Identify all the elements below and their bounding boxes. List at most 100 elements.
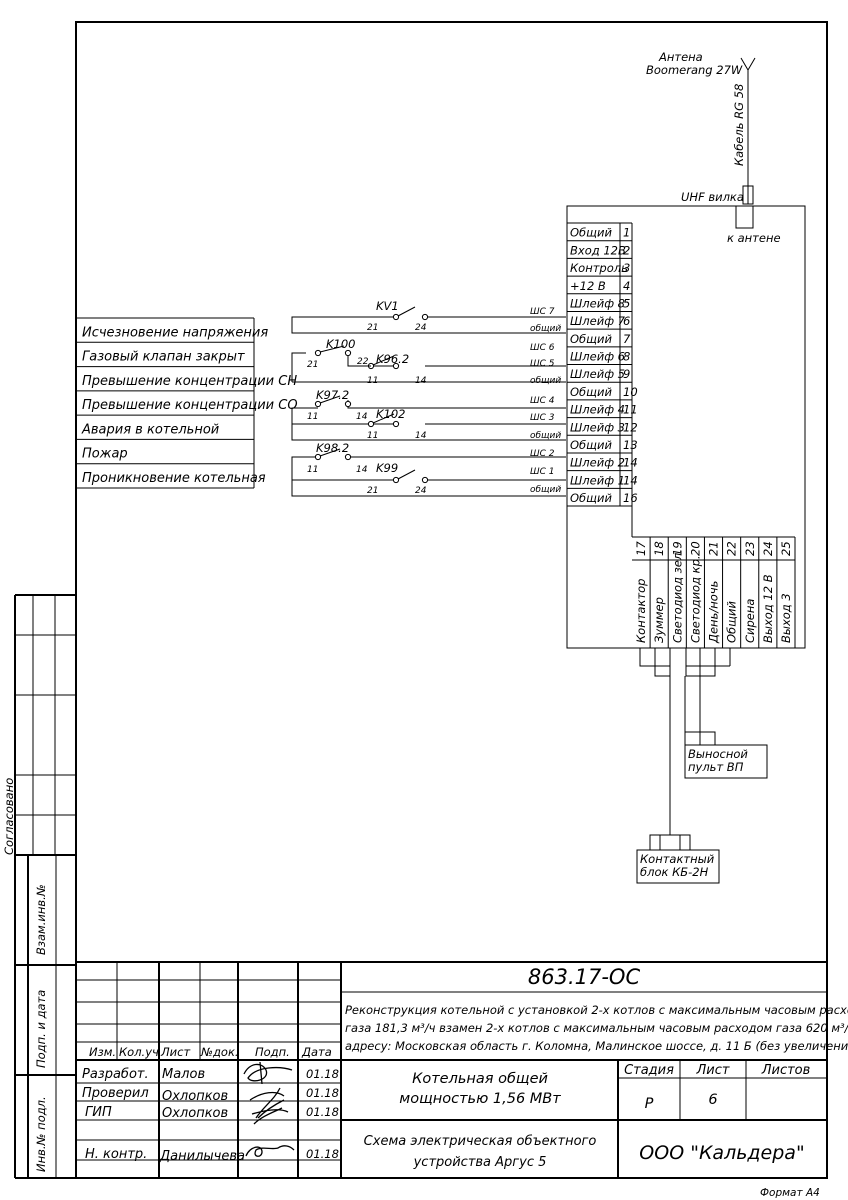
relay-k100-label: K100 [326,337,356,351]
drawing-frame [75,21,828,1179]
terminal-name: Общий [570,438,612,452]
terminal-name: Выход 12 В [761,574,775,643]
terminal-name: Шлейф 2 [570,456,625,470]
document-code: 863.17-ОС [528,965,641,989]
signal-row: Газовый клапан закрыт [82,350,245,365]
relay-k99-label: K99 [376,461,398,475]
terminal-name: Общий [570,385,612,399]
date-control: 01.18 [306,1147,339,1161]
object-line-2: мощностью 1,56 МВт [399,1091,561,1107]
title-block: Изм. Кол.уч Лист №док. Подп. Дата Разраб… [76,961,848,1178]
signal-row: Превышение концентрации CH [82,374,297,389]
wire-label: ШС 3 [530,413,555,423]
contact-label: 24 [415,486,427,496]
wire-label: ШС 6 [530,343,555,353]
terminal-number: 7 [623,332,631,346]
antenna-icon [740,57,756,204]
contact-label: 24 [415,323,427,333]
name-control: Данилычева [159,1149,245,1164]
wire-label: общий [530,376,561,386]
signature-checker [249,1087,289,1119]
terminal-name: Светодиод зел. [670,549,684,643]
contact-label: 14 [356,412,368,422]
description-line-3: адресу: Московская область г. Коломна, М… [345,1039,848,1053]
description-line-1: Реконструкция котельной с установкой 2-х… [345,1003,848,1017]
hdr-list: Лист [160,1045,190,1059]
block-line2: блок КБ-2Н [640,865,709,879]
wire-label: ШС 7 [530,307,555,317]
uhf-plug-label: UHF вилка [681,190,744,204]
wire-label: общий [530,431,561,441]
terminal-name: Шлейф 1 [570,473,625,487]
terminal-name: Шлейф 5 [570,367,625,381]
role-control: Н. контр. [85,1147,147,1162]
wire-label: ШС 2 [530,449,555,459]
hdr-ndok: №док. [200,1045,239,1059]
stage-header: Стадия [624,1063,674,1078]
terminal-number: 16 [623,491,638,505]
signal-row: Исчезновение напряжения [82,325,268,340]
hdr-izm: Изм. [89,1045,116,1059]
terminal-name: Вход 12В [570,243,626,257]
contact-label: 21 [367,486,378,496]
terminal-number: 25 [779,541,793,556]
terminal-number: 24 [761,541,775,556]
hdr-kolvo: Кол.уч [119,1045,159,1059]
role-checker: Проверил [82,1086,149,1101]
name-checker: Охлопков [162,1089,228,1104]
terminal-number: 9 [623,367,630,381]
terminal-number: 8 [623,350,630,364]
terminal-number: 19 [670,541,684,556]
sheet-value: 6 [708,1092,717,1108]
device-outline [566,205,806,649]
contact-label: 11 [307,465,318,475]
terminal-name: Общий [570,332,612,346]
relay-circuits: KV1 21 24 K100 21 22 K96.2 11 14 K97.2 1… [291,299,566,497]
antenna-assembly: Антена Boomerang 27W Кабель RG 58 UHF ви… [646,50,781,245]
company-name: ООО "Кальдера" [639,1142,804,1164]
terminal-name: Сирена [743,599,757,643]
contact-label: 11 [307,412,318,422]
signal-row: Проникновение котельная [82,471,266,486]
contact-label: 22 [357,357,369,367]
remote-panel [684,744,768,779]
block-line1: Контактный [640,852,715,866]
terminal-name: Выход 3 [779,593,793,643]
terminal-number: 10 [623,385,638,399]
sheet-line-2: устройства Аргус 5 [413,1155,547,1170]
terminal-name: Светодиод кр. [688,555,702,643]
date-gip: 01.18 [306,1105,339,1119]
hdr-date: Дата [301,1045,332,1059]
terminal-number: 6 [623,314,630,328]
date-developer: 01.18 [306,1067,339,1081]
uhf-plug-icon [742,185,754,205]
signature-control [245,1145,295,1157]
contact-label: 14 [415,431,427,441]
terminal-name: Контроль [570,261,628,275]
contact-label: 21 [367,323,378,333]
terminal-name: Шлейф 4 [570,403,625,417]
role-gip: ГИП [85,1105,112,1120]
contact-label: 14 [415,376,427,386]
cable-label: Кабель RG 58 [732,84,746,166]
stage-value: Р [645,1096,654,1112]
signature-developer [243,1061,293,1085]
contact-label: 11 [367,376,378,386]
antenna-model: Boomerang 27W [646,63,743,77]
terminal-number: 23 [743,541,757,556]
role-developer: Разработ. [82,1067,149,1082]
terminal-number: 17 [634,541,648,556]
terminal-name: День/ночь [707,581,721,644]
terminal-number: 18 [652,541,666,556]
name-developer: Малов [162,1067,205,1082]
antenna-connector [735,205,754,229]
terminal-number: 5 [623,296,630,310]
wire-label: ШС 1 [530,467,555,477]
terminal-name: Шлейф 3 [570,420,625,434]
inv-podl-label: Инв.№ подл. [34,1096,48,1172]
terminal-name: Шлейф 7 [570,314,626,328]
relay-k97-label: K97.2 [316,388,349,402]
sheets-header: Листов [761,1063,811,1078]
